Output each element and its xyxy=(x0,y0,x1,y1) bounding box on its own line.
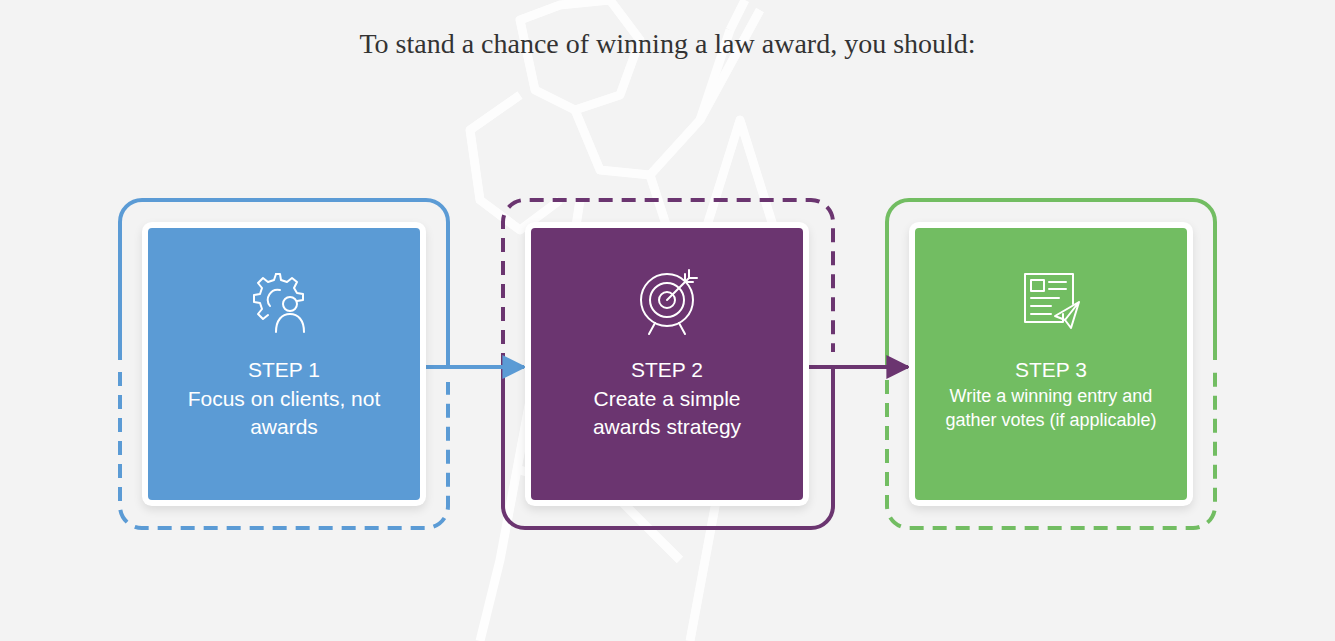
step-number: STEP 2 xyxy=(631,356,703,383)
step-number: STEP 3 xyxy=(1015,356,1087,383)
flow-arrow xyxy=(809,365,908,369)
step-number: STEP 1 xyxy=(248,356,320,383)
step-box: STEP 1Focus on clients, not awards xyxy=(148,228,420,500)
step-description: Create a simple awards strategy xyxy=(567,385,767,440)
step-description: Focus on clients, not awards xyxy=(184,385,384,440)
diagram-title: To stand a chance of winning a law award… xyxy=(0,28,1335,60)
step-box: STEP 2Create a simple awards strategy xyxy=(531,228,803,500)
step-box: STEP 3Write a winning entry and gather v… xyxy=(915,228,1187,500)
step-description: Write a winning entry and gather votes (… xyxy=(944,385,1159,432)
flow-arrow xyxy=(426,365,524,369)
